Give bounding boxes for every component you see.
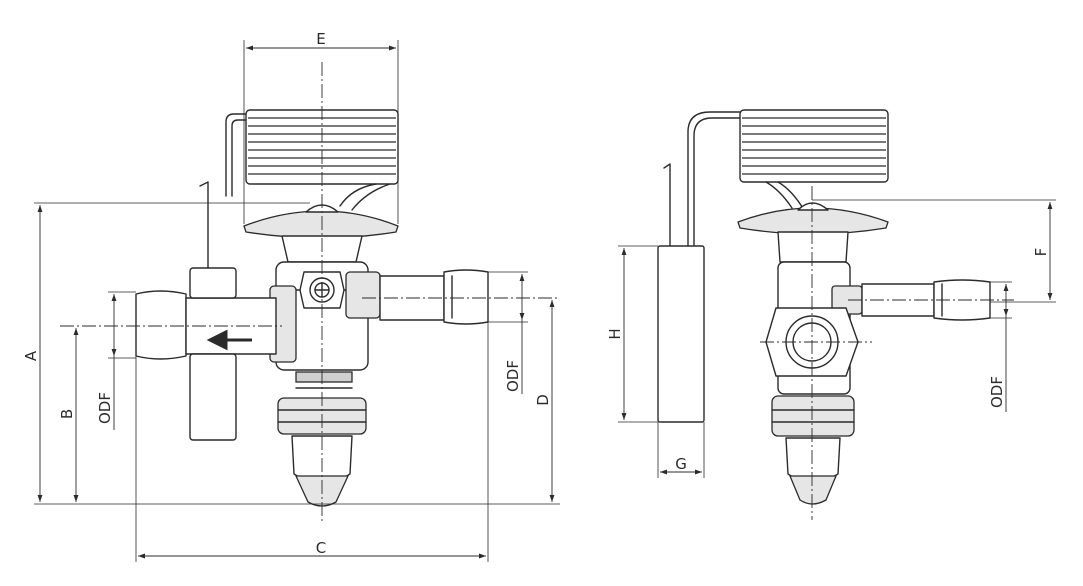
capillary-tube: [225, 113, 249, 197]
remote-bulb-side: [657, 163, 705, 423]
dimension-E: E: [243, 30, 399, 224]
label-E: E: [316, 30, 325, 48]
dimension-H: H: [606, 245, 658, 423]
dimension-ODF-mid: ODF: [488, 271, 528, 394]
coil-bulb-side: [739, 109, 889, 211]
label-A: A: [22, 350, 40, 361]
label-ODF-mid: ODF: [504, 360, 522, 392]
label-C: C: [316, 539, 326, 557]
inlet-pipe-left: [135, 290, 277, 360]
label-G: G: [675, 455, 687, 473]
bottom-flare-side: [785, 437, 841, 505]
dimension-ODF-left: ODF: [96, 291, 136, 430]
dimension-B: B: [58, 328, 79, 502]
diaphragm-head: [243, 204, 399, 263]
dimension-D: D: [534, 300, 555, 502]
dimension-G: G: [657, 422, 705, 478]
dimension-C: C: [135, 276, 489, 562]
dimension-A: A: [22, 202, 560, 505]
label-H: H: [606, 328, 624, 339]
dimension-F: F: [812, 199, 1056, 303]
capillary-tube-side: [687, 111, 743, 247]
front-view: E A B ODF C O: [22, 30, 560, 562]
dimension-ODF-right: ODF: [988, 281, 1012, 412]
bulb-sensor: [189, 181, 237, 441]
label-B: B: [58, 409, 76, 419]
label-ODF-left: ODF: [96, 392, 114, 424]
outlet-pipe-right: [379, 269, 489, 325]
side-view: F ODF H G: [606, 109, 1056, 520]
valve-body-side: [765, 261, 863, 437]
label-D: D: [534, 394, 552, 406]
label-F: F: [1032, 248, 1050, 257]
arrow-left-icon: [206, 329, 252, 351]
label-ODF-right: ODF: [988, 376, 1006, 408]
diaphragm-head-side: [737, 202, 889, 263]
